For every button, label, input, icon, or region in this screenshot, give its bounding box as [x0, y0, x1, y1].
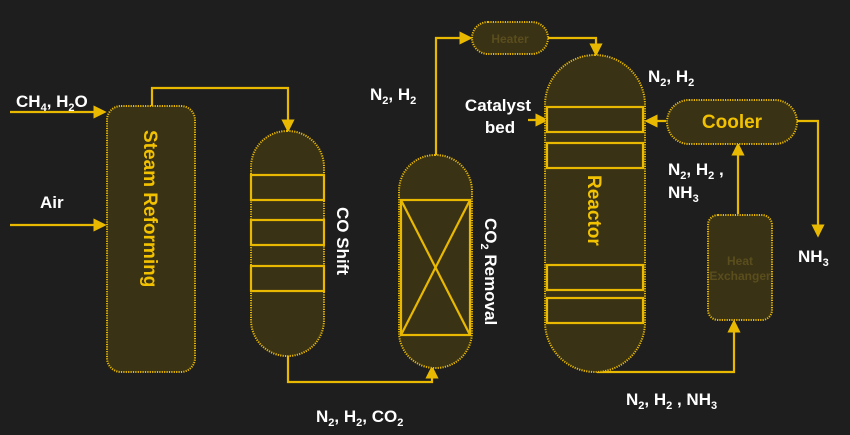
reactor-vessel — [544, 54, 646, 373]
steam-reforming-vessel — [106, 105, 196, 373]
co2-removal-packing-frame — [399, 198, 472, 337]
co2-removal-label: CO2 Removal — [478, 218, 500, 325]
cooler-to-nh3-line — [797, 119, 825, 238]
cooler-box — [666, 99, 798, 145]
reactor-catalyst-band-4 — [545, 296, 645, 325]
shift-to-co2-removal-line — [286, 356, 439, 384]
co2-removal-to-heater-line — [434, 31, 473, 155]
co-shift-catalyst-band-1 — [249, 173, 326, 202]
reactor-to-exchanger-line — [597, 319, 741, 374]
n2-h2-co2-label: N2, H2, CO2 — [316, 407, 403, 429]
steam-reforming-label: Steam Reforming — [139, 130, 160, 287]
n2-h2-nh3-bottom-label: N2, H2 , NH3 — [626, 390, 717, 412]
n2-h2-reactor-label: N2, H2 — [648, 67, 694, 89]
feed-air-label: Air — [40, 193, 64, 212]
co-shift-catalyst-band-3 — [249, 264, 326, 293]
heater-label: Heater — [491, 32, 529, 46]
n2-h2-nh3-right-label: N2, H2 , NH3 — [668, 160, 728, 205]
reactor-catalyst-band-2 — [545, 141, 645, 170]
cooler-label: Cooler — [702, 112, 763, 133]
heater-box — [471, 21, 549, 55]
co-shift-catalyst-band-2 — [249, 218, 326, 247]
reactor-catalyst-band-1 — [545, 105, 645, 134]
co2-removal-packing-diag-2 — [400, 199, 471, 336]
reactor-catalyst-band-3 — [545, 263, 645, 292]
n2-h2-top-label: N2, H2 — [370, 85, 416, 107]
reactor-label: Reactor — [583, 175, 604, 246]
heat-exchanger-box — [707, 214, 773, 321]
nh3-product-label: NH3 — [798, 247, 829, 269]
reformer-to-shift-line — [150, 86, 295, 133]
co-shift-label: CO Shift — [333, 207, 352, 275]
co2-removal-vessel — [398, 154, 473, 369]
heater-to-reactor-line — [548, 36, 603, 57]
feed-ch4-h2o-label: CH4, H2O — [16, 92, 88, 114]
